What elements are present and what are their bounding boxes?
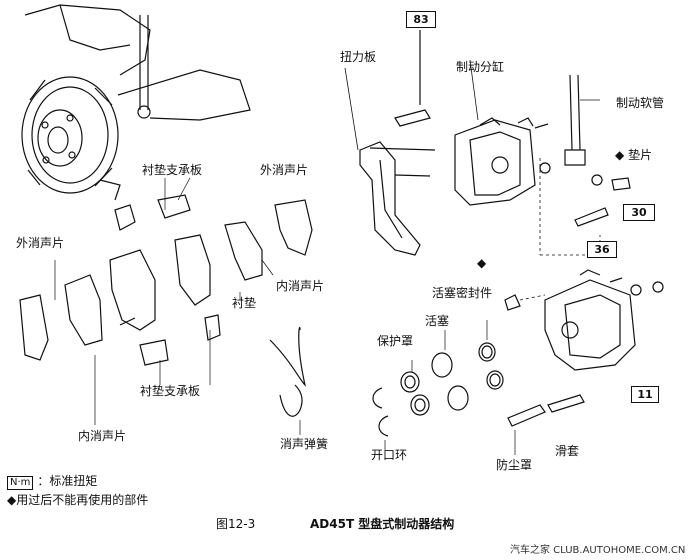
label-inner-shim-left: 内消声片 — [78, 429, 127, 443]
label-torque-plate: 扭力板 — [340, 50, 377, 64]
figure-number: 图12-3 — [216, 517, 256, 531]
leader-lines — [54, 177, 516, 455]
caliper-top-drawing — [454, 59, 549, 206]
pistons-drawing — [372, 342, 585, 437]
label-anti-squeal-spring: 消声弹簧 — [280, 437, 329, 451]
label-pad-support-top: 衬垫支承板 — [142, 163, 203, 177]
gasket-text: 垫片 — [628, 148, 653, 162]
figure-title: AD45T 型盘式制动器结构 — [310, 517, 455, 531]
torque-box-83: 83 — [406, 11, 436, 28]
caliper-bottom-drawing — [504, 269, 664, 371]
label-pad: 衬垫 — [232, 296, 257, 310]
torque-legend-text: ：标准扭矩 — [37, 474, 98, 488]
brake-hose-drawing — [539, 74, 631, 256]
label-dust-boot: 防尘罩 — [496, 458, 533, 472]
hub-rotor-drawing — [21, 4, 251, 201]
springs-drawing — [269, 327, 307, 417]
nonreusable-marker: ◆ — [615, 148, 625, 162]
torque-box-36: 36 — [587, 241, 617, 258]
nm-symbol: N·m — [7, 476, 34, 490]
nonreusable-legend-text: 用过后不能再使用的部件 — [16, 493, 149, 507]
label-piston: 活塞 — [425, 314, 450, 328]
legend-nonreusable: ◆用过后不能再使用的部件 — [7, 491, 148, 508]
label-ring: 开口环 — [371, 448, 408, 462]
bolt-83-drawing — [394, 30, 431, 127]
watermark: 汽车之家 CLUB.AUTOHOME.COM.CN — [510, 545, 686, 556]
label-nonreusable-marker-seal: ◆ — [477, 256, 487, 270]
label-gasket: ◆ 垫片 — [615, 148, 652, 162]
label-caliper: 制动分缸 — [456, 60, 505, 74]
label-pad-support-bottom: 衬垫支承板 — [140, 384, 201, 398]
label-inner-shim-right: 内消声片 — [276, 279, 325, 293]
label-boot: 保护罩 — [377, 334, 414, 348]
label-piston-seal: 活塞密封件 — [432, 286, 493, 300]
legend-torque: N·m：标准扭矩 — [7, 472, 97, 490]
label-outer-shim-right: 外消声片 — [260, 163, 309, 177]
legend-diamond: ◆ — [7, 493, 17, 507]
torque-box-30: 30 — [623, 204, 655, 221]
pads-drawing — [19, 194, 313, 366]
label-brake-hose: 制动软管 — [616, 96, 665, 110]
torque-plate-drawing — [344, 67, 436, 256]
label-slide: 滑套 — [555, 444, 580, 458]
label-outer-shim-left: 外消声片 — [16, 236, 65, 250]
torque-box-11: 11 — [631, 386, 659, 403]
